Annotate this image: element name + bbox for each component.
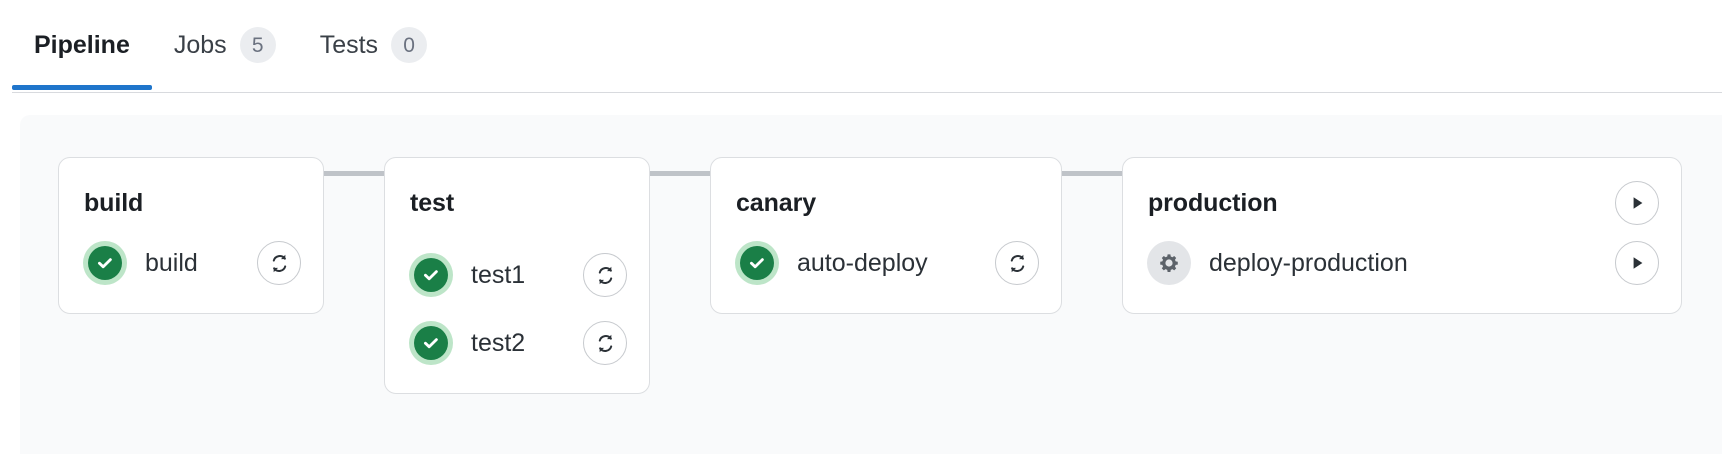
tabbar-divider (12, 92, 1722, 93)
job-name: auto-deploy (797, 248, 928, 277)
tab-jobs-label: Jobs (173, 30, 227, 59)
connector-test-canary (649, 171, 714, 176)
stage-test[interactable]: test test1 (384, 157, 650, 394)
stage-test-jobs: test1 (385, 224, 649, 393)
tab-tests-badge: 0 (391, 27, 428, 63)
stage-production-title: production (1148, 188, 1278, 217)
stage-production-jobs: deploy-production (1123, 224, 1681, 313)
play-icon[interactable] (1615, 241, 1659, 285)
check-icon (83, 241, 127, 285)
tab-jobs[interactable]: Jobs 5 (152, 0, 298, 90)
stage-canary-header: canary (711, 182, 1061, 224)
stage-test-header: test (385, 182, 649, 224)
job-row[interactable]: deploy-production (1123, 235, 1681, 291)
stage-canary-title: canary (736, 188, 817, 217)
job-name: test1 (471, 260, 526, 289)
tab-tests-label: Tests (319, 30, 379, 59)
job-name: test2 (471, 328, 526, 357)
tab-pipeline-label: Pipeline (34, 30, 130, 59)
check-icon (409, 253, 453, 297)
pipeline-graph-canvas: build build (20, 115, 1722, 454)
tab-pipeline[interactable]: Pipeline (12, 0, 152, 90)
tab-tests[interactable]: Tests 0 (298, 0, 449, 90)
stage-canary-jobs: auto-deploy (711, 224, 1061, 313)
connector-canary-production (1062, 171, 1126, 176)
stage-canary[interactable]: canary auto-deploy (710, 157, 1062, 314)
stage-build[interactable]: build build (58, 157, 324, 314)
check-icon (735, 241, 779, 285)
job-row[interactable]: test1 (385, 235, 649, 315)
tab-jobs-badge: 5 (239, 27, 276, 63)
retry-icon[interactable] (583, 253, 627, 297)
check-icon (409, 321, 453, 365)
connector-build-test (323, 171, 387, 176)
retry-icon[interactable] (583, 321, 627, 365)
retry-icon[interactable] (995, 241, 1039, 285)
stage-production-header: production (1123, 181, 1681, 225)
stage-production[interactable]: production deploy-production (1122, 157, 1682, 314)
stage-build-header: build (59, 182, 323, 224)
pipeline-tabbar: Pipeline Jobs 5 Tests 0 (0, 0, 1722, 94)
job-row[interactable]: auto-deploy (711, 235, 1061, 291)
play-icon[interactable] (1615, 181, 1659, 225)
stage-build-title: build (84, 188, 144, 217)
stage-build-jobs: build (59, 224, 323, 313)
stage-test-title: test (410, 188, 455, 217)
tab-active-underline (12, 85, 152, 90)
gear-icon (1147, 241, 1191, 285)
job-name: deploy-production (1209, 248, 1408, 277)
job-row[interactable]: build (59, 235, 323, 291)
job-name: build (145, 248, 198, 277)
job-row[interactable]: test2 (385, 315, 649, 371)
retry-icon[interactable] (257, 241, 301, 285)
